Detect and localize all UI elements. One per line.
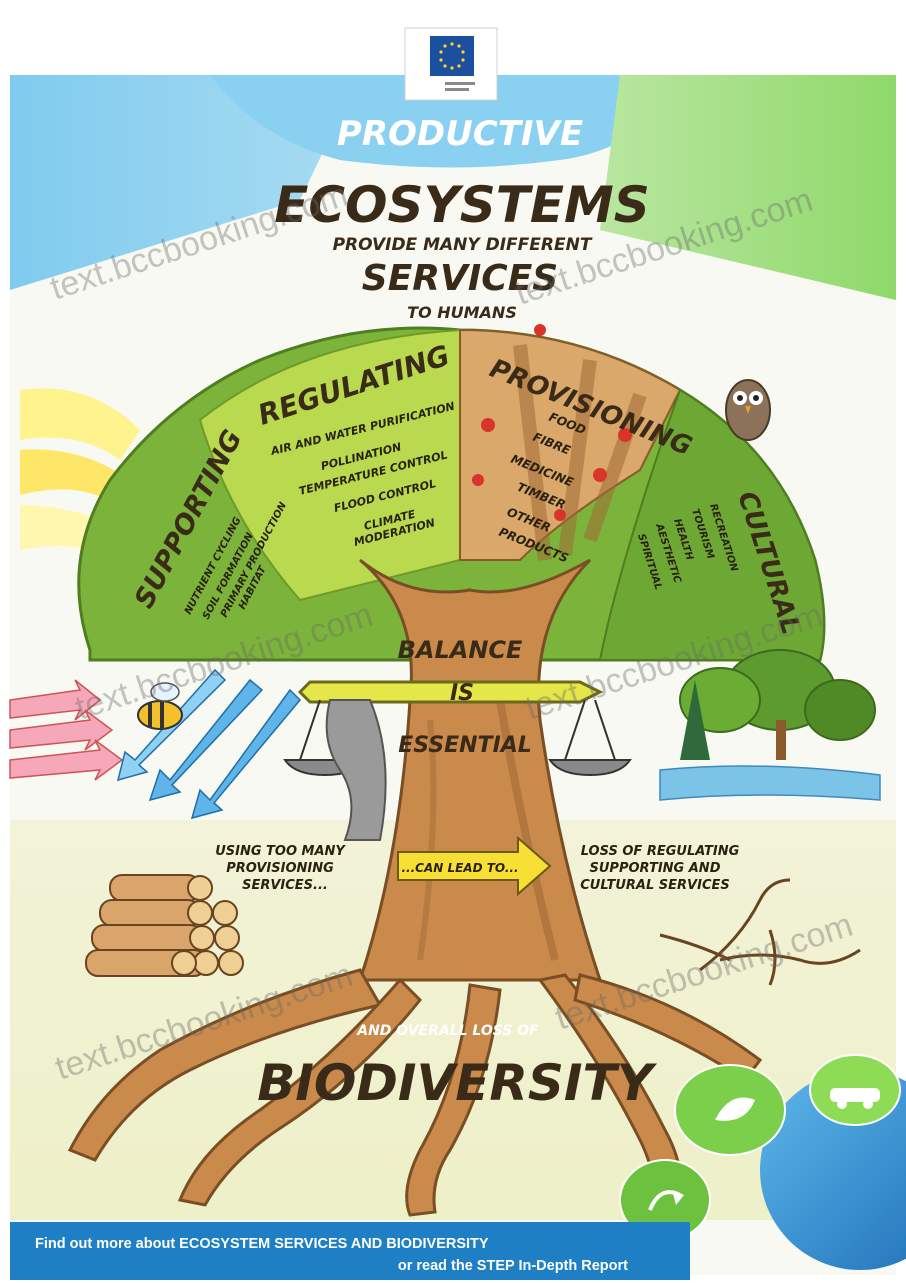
leaf-icon [715,1097,755,1121]
eco-icons [619,1054,906,1270]
rock [325,699,387,841]
footer-background [10,1222,690,1280]
footer-line-1[interactable]: Find out more about ECOSYSTEM SERVICES A… [35,1236,489,1252]
balance-word-3: ESSENTIAL [398,733,532,758]
subtitle-1: PROVIDE MANY DIFFERENT [333,235,593,255]
log-pile-icon [85,874,244,977]
subtitle-services: SERVICES [362,258,558,299]
svg-text:SERVICES...: SERVICES... [242,878,328,893]
eu-logo [404,27,498,101]
tree-canopy [77,324,826,662]
svg-text:PROVISIONING: PROVISIONING [226,861,334,876]
flow-arrow-text: ...CAN LEAD TO... [401,861,518,875]
recycle-icon [648,1190,684,1211]
owl-icon [725,379,771,441]
svg-text:LOSS OF REGULATING: LOSS OF REGULATING [581,844,740,859]
sky-right-arc [600,75,896,300]
dead-tree-icon [659,878,861,986]
car-icon [830,1088,880,1109]
svg-text:CULTURAL SERVICES: CULTURAL SERVICES [580,878,729,893]
cultural-section [598,388,825,661]
sky-center-arc [210,75,700,168]
balance-word-1: BALANCE [398,636,523,664]
biodiversity-title: BIODIVERSITY [257,1054,657,1112]
flow-arrow [397,835,552,897]
footer-banner[interactable]: Find out more about ECOSYSTEM SERVICES A… [10,1222,690,1280]
flow-right: LOSS OF REGULATING SUPPORTING AND CULTUR… [580,844,739,893]
flow-left: USING TOO MANY PROVISIONING SERVICES... [215,844,346,893]
svg-text:SUPPORTING AND: SUPPORTING AND [590,861,721,876]
footer-line-2[interactable]: or read the STEP In-Depth Report [398,1258,628,1274]
productive-label: PRODUCTIVE [337,114,583,154]
bee-icon [137,682,183,730]
biodiversity-prefix: AND OVERALL LOSS OF [356,1023,539,1039]
forest-scene [659,649,881,801]
subtitle-3: TO HUMANS [407,303,517,322]
svg-text:USING TOO MANY: USING TOO MANY [215,844,346,859]
balance-word-2: IS [450,681,474,706]
page-title: ECOSYSTEMS [274,176,650,234]
eu-flag-icon [430,36,474,76]
